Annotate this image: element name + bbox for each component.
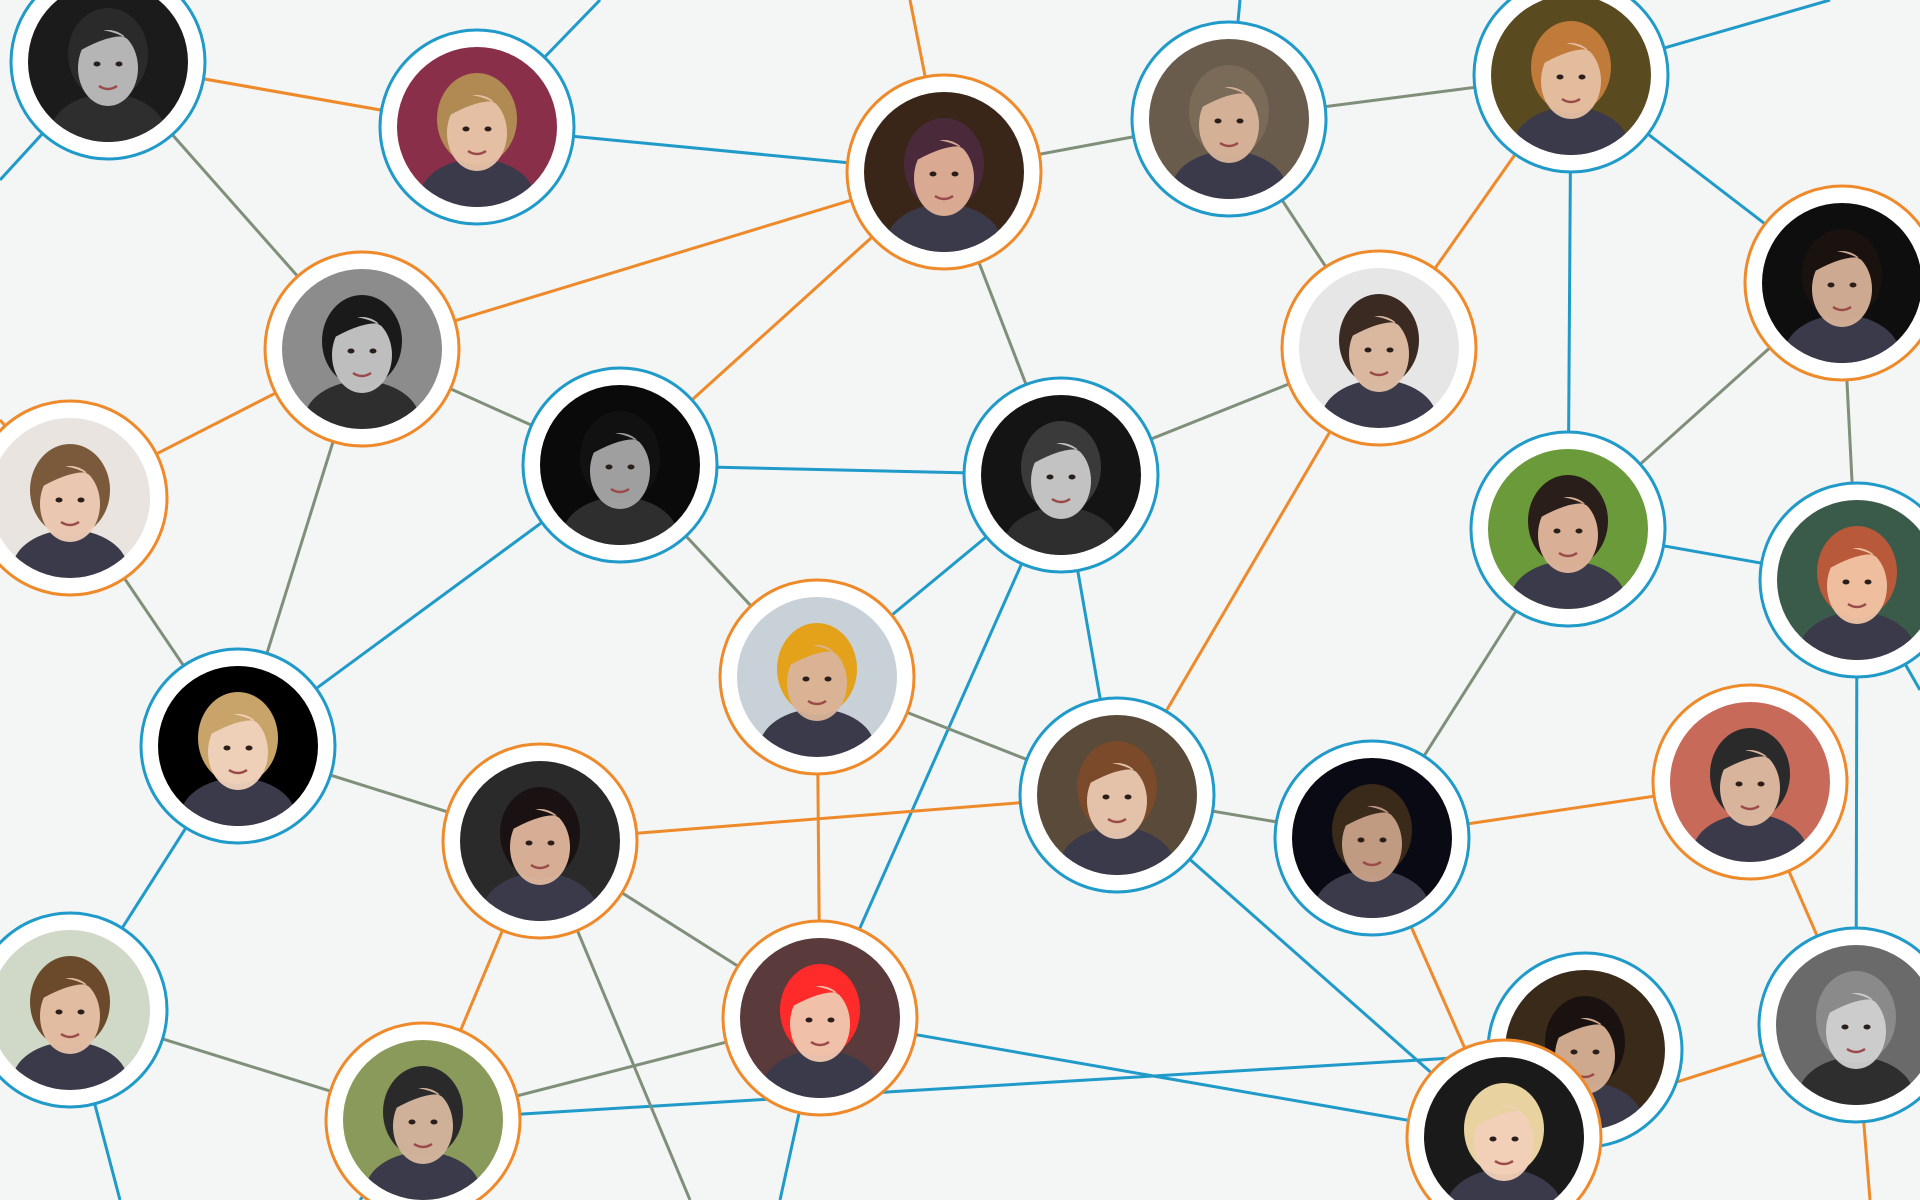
profile-node[interactable] (1472, 0, 1670, 187)
profile-node[interactable] (1651, 683, 1849, 894)
avatar-photo (1762, 203, 1920, 363)
avatar-photo (28, 0, 188, 142)
profile-node[interactable] (1757, 926, 1920, 1137)
avatar-photo (981, 395, 1141, 555)
profile-node[interactable] (521, 366, 719, 577)
profile-node[interactable] (1758, 481, 1920, 692)
avatar-photo (1670, 702, 1830, 862)
profile-node[interactable] (1469, 430, 1667, 641)
avatar-photo (1777, 500, 1920, 660)
profile-node[interactable] (845, 73, 1043, 284)
connection-line (819, 1016, 1505, 1139)
profile-node[interactable] (441, 742, 639, 953)
avatar-photo (1299, 268, 1459, 428)
avatar-photo (1037, 715, 1197, 875)
connection-line (361, 170, 945, 351)
avatar-photo (1424, 1057, 1584, 1200)
avatar-photo (0, 418, 150, 578)
profile-node[interactable] (324, 1021, 522, 1200)
connection-line (422, 1048, 1586, 1122)
avatar-photo (282, 269, 442, 429)
avatar-photo (397, 47, 557, 207)
avatar-photo (740, 938, 900, 1098)
profile-node[interactable] (1405, 1038, 1603, 1200)
avatar-photo (864, 92, 1024, 252)
profile-node[interactable] (0, 399, 169, 610)
profile-node[interactable] (1743, 184, 1920, 395)
profile-node[interactable] (1130, 20, 1328, 231)
avatar-photo (540, 385, 700, 545)
profile-node[interactable] (718, 578, 916, 789)
profile-node[interactable] (1280, 249, 1478, 460)
profile-node[interactable] (139, 647, 337, 858)
avatar-photo (1776, 945, 1920, 1105)
profile-node[interactable] (1018, 696, 1216, 907)
avatar-photo (343, 1040, 503, 1200)
avatar-photo (460, 761, 620, 921)
profile-node[interactable] (9, 0, 207, 174)
profile-node[interactable] (1273, 739, 1471, 950)
profile-node[interactable] (263, 250, 461, 461)
profile-node[interactable] (0, 911, 169, 1122)
avatar-photo (1488, 449, 1648, 609)
avatar-photo (737, 597, 897, 757)
avatar-photo (1491, 0, 1651, 155)
connection-line (818, 474, 1063, 1019)
avatar-photo (0, 930, 150, 1090)
profile-node[interactable] (721, 919, 919, 1130)
profile-node[interactable] (962, 376, 1160, 587)
profile-node[interactable] (378, 28, 576, 239)
avatar-photo (158, 666, 318, 826)
avatar-photo (1149, 39, 1309, 199)
avatar-photo (1292, 758, 1452, 918)
